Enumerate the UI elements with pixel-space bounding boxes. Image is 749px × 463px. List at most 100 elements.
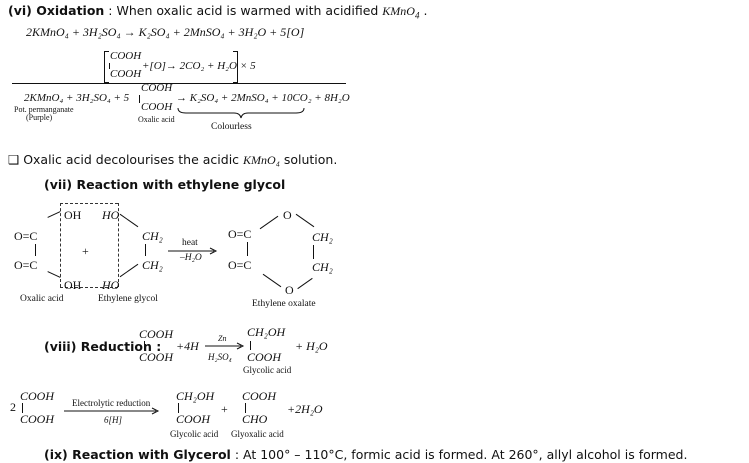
bond-oh-top (47, 211, 61, 218)
label-glycol: Ethylene glycol (98, 294, 158, 304)
times-five: × 5 (240, 60, 256, 72)
bracket-reaction: +[O]→ 2CO₂ + H₂O (142, 60, 237, 72)
label-glyoxalic: Glyoxalic acid (231, 429, 284, 439)
el-cho: CHO (242, 412, 268, 426)
sum-bond (139, 95, 140, 103)
bond-oh-bottom (47, 271, 61, 278)
sum-cooh-bottom: COOH (141, 101, 173, 113)
oxidation-reagent: KMnO (382, 4, 415, 18)
product-oc-1: O=C (228, 227, 252, 241)
el-bond-3 (245, 403, 246, 413)
dashed-box-top (60, 203, 118, 204)
glycol-heading: (vii) Reaction with ethylene glycol (44, 177, 286, 192)
oc-2: O=C (14, 258, 38, 272)
zn-label: Zn (218, 334, 227, 343)
red-ch2oh: CH₂OH (247, 325, 286, 339)
plus-4h: +4H (176, 339, 199, 353)
note-text-b: solution. (279, 152, 338, 167)
product-bond-ch2 (313, 245, 314, 259)
colourless-label: Colourless (211, 122, 252, 132)
plus-water: + H₂O (295, 339, 328, 353)
sum-right: → K₂SO₄ + 2MnSO₄ + 10CO₂ + 8H₂O (176, 92, 350, 104)
oxidation-reagent-tail: . (419, 3, 428, 18)
product-o-top: O (283, 208, 292, 222)
product-ch2-top: CH₂ (312, 230, 333, 244)
bond-ho-bottom (119, 263, 139, 278)
glycerol-text: : At 100° – 110°C, formic acid is formed… (230, 447, 688, 462)
label-glycolic-2: Glycolic acid (170, 429, 219, 439)
six-h-label: 6[H] (104, 415, 123, 425)
note-text-a: Oxalic acid decolourises the acidic (19, 152, 244, 167)
product-bond-o-ch2 (295, 213, 315, 228)
left-bracket (104, 51, 109, 83)
red-bond-2 (250, 341, 251, 350)
product-bond (247, 242, 248, 256)
note-reagent: KMnO₄ (243, 153, 280, 167)
red-cooh-top: COOH (139, 327, 174, 341)
pot-label-2: (Purple) (26, 113, 53, 122)
oxidation-heading-label: (vi) Oxidation (8, 3, 105, 18)
sum-cooh-top: COOH (141, 82, 173, 94)
bond-line (109, 63, 110, 69)
dashed-box-right (118, 203, 119, 287)
glycolic-label: Glycolic acid (243, 365, 292, 375)
minus-water: –H₂O (180, 253, 202, 263)
heat-label: heat (182, 238, 198, 248)
product-bond-br (262, 273, 282, 288)
glycerol-line: (ix) Reaction with Glycerol : At 100° – … (44, 447, 687, 462)
product-o-bottom: O (285, 283, 294, 297)
ho-bottom: HO (102, 278, 120, 292)
ho-top: HO (102, 208, 120, 222)
oxidation-reagent-sub: 4 (414, 10, 420, 21)
dashed-box-left (60, 203, 61, 287)
note-line: ❑ Oxalic acid decolourises the acidic KM… (8, 152, 337, 168)
oxalic-label-1: Oxalic acid (138, 115, 175, 124)
oxidation-heading: (vi) Oxidation : When oxalic acid is war… (8, 3, 427, 21)
oh-top: OH (64, 208, 82, 222)
el-cooh-product: COOH (176, 412, 211, 426)
right-bracket (233, 51, 238, 83)
plus-2water: +2H₂O (287, 402, 323, 416)
electrolytic-arrow-icon (64, 407, 160, 415)
el-ch2oh: CH₂OH (176, 389, 215, 403)
oxidation-heading-text: : When oxalic acid is warmed with acidif… (104, 3, 383, 18)
reaction-arrow-icon (168, 247, 218, 255)
el-bond-1 (22, 403, 23, 413)
bracket-cooh-bottom: COOH (110, 68, 142, 80)
sum-rule (12, 83, 346, 84)
product-bond-tr (259, 215, 279, 230)
oh-bottom: OH (64, 278, 82, 292)
sum-left: 2KMnO₄ + 3H₂SO₄ + 5 (24, 92, 130, 104)
label-oxalate: Ethylene oxalate (252, 299, 316, 309)
equation-permanganate: 2KMnO₄ + 3H₂SO₄ → K₂SO₄ + 2MnSO₄ + 3H₂O … (26, 25, 305, 39)
bond-ch2 (145, 244, 146, 256)
pot-label-1: Pot. permanganate (14, 105, 74, 114)
red-bond-1 (144, 341, 145, 350)
bond-oc (35, 244, 36, 256)
el-plus: + (221, 402, 228, 416)
reduction-arrow-icon (205, 342, 245, 350)
label-oxalic: Oxalic acid (20, 294, 64, 304)
ch2-bottom: CH₂ (142, 258, 163, 272)
checkbox-icon: ❑ (8, 152, 20, 167)
coeff-two: 2 (10, 400, 16, 414)
red-cooh-bottom: COOH (139, 350, 174, 364)
underbrace (177, 107, 305, 119)
el-cooh-bottom: COOH (20, 412, 55, 426)
red-cooh-product: COOH (247, 350, 282, 364)
el-cooh-2: COOH (242, 389, 277, 403)
electrolytic-label: Electrolytic reduction (72, 398, 151, 408)
h2so4-label: H₂SO₄ (208, 352, 232, 362)
ch2-top: CH₂ (142, 229, 163, 243)
dashed-box-bottom (60, 287, 118, 288)
glycerol-heading: (ix) Reaction with Glycerol (44, 447, 231, 462)
el-cooh-top: COOH (20, 389, 55, 403)
product-bond-o-ch2-b (297, 277, 313, 290)
bond-ho-top (119, 213, 139, 228)
reduction-heading: (viii) Reduction : (44, 339, 162, 354)
oc-1: O=C (14, 229, 38, 243)
product-oc-2: O=C (228, 258, 252, 272)
el-bond-2 (178, 403, 179, 413)
bracket-cooh-top: COOH (110, 50, 142, 62)
product-ch2-bottom: CH₂ (312, 260, 333, 274)
